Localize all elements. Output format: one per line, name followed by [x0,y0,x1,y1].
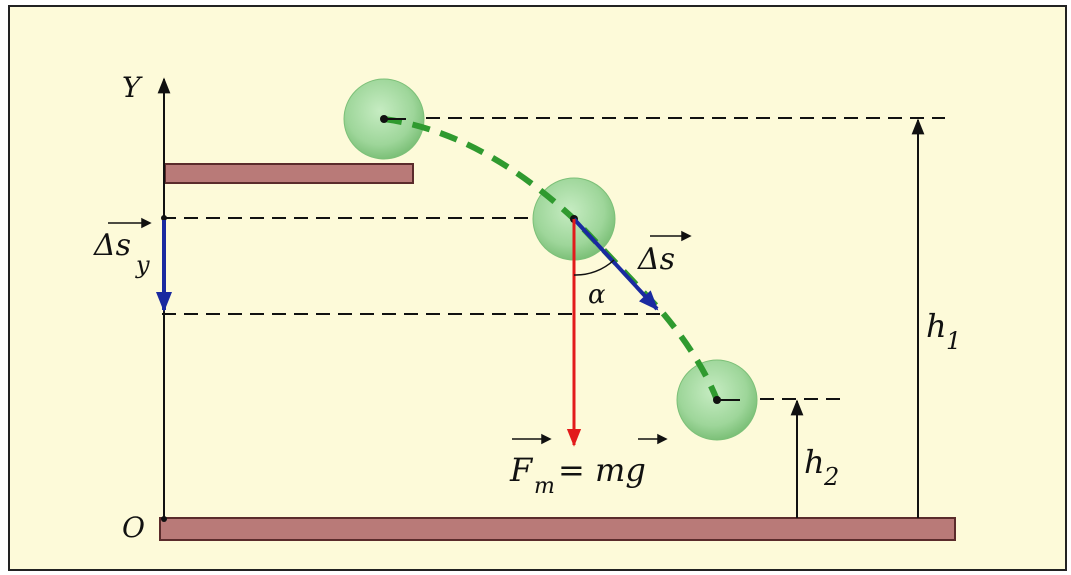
diagram-frame: Y O Δs y Δs α F т = mg h 1 h 2 [8,5,1067,571]
force-F-label: F [509,451,534,489]
origin-point [161,516,167,522]
alpha-label: α [588,280,606,310]
projectile-energy-diagram: Y O Δs y Δs α F т = mg h 1 h 2 [10,7,1065,569]
h2-subscript: 2 [823,463,839,491]
upper-platform [164,163,414,184]
h2-label: h [804,443,825,481]
vector-overarrows [108,217,692,445]
delta-s-y-label: Δs [93,228,131,263]
h1-label: h [926,307,947,345]
ground-platform [159,517,956,541]
h1-subscript: 1 [946,327,961,355]
delta-s-y-start-point [161,215,167,221]
delta-s-label: Δs [637,242,675,277]
delta-s-arrow [572,217,659,311]
alpha-angle-arc [573,259,615,276]
diagram-background [10,7,1065,569]
origin-label: O [122,511,145,544]
force-equation-label: = mg [558,451,646,489]
delta-s-y-subscript: y [135,251,150,279]
force-F-subscript: т [534,474,555,499]
axis-y-label: Y [122,71,143,104]
